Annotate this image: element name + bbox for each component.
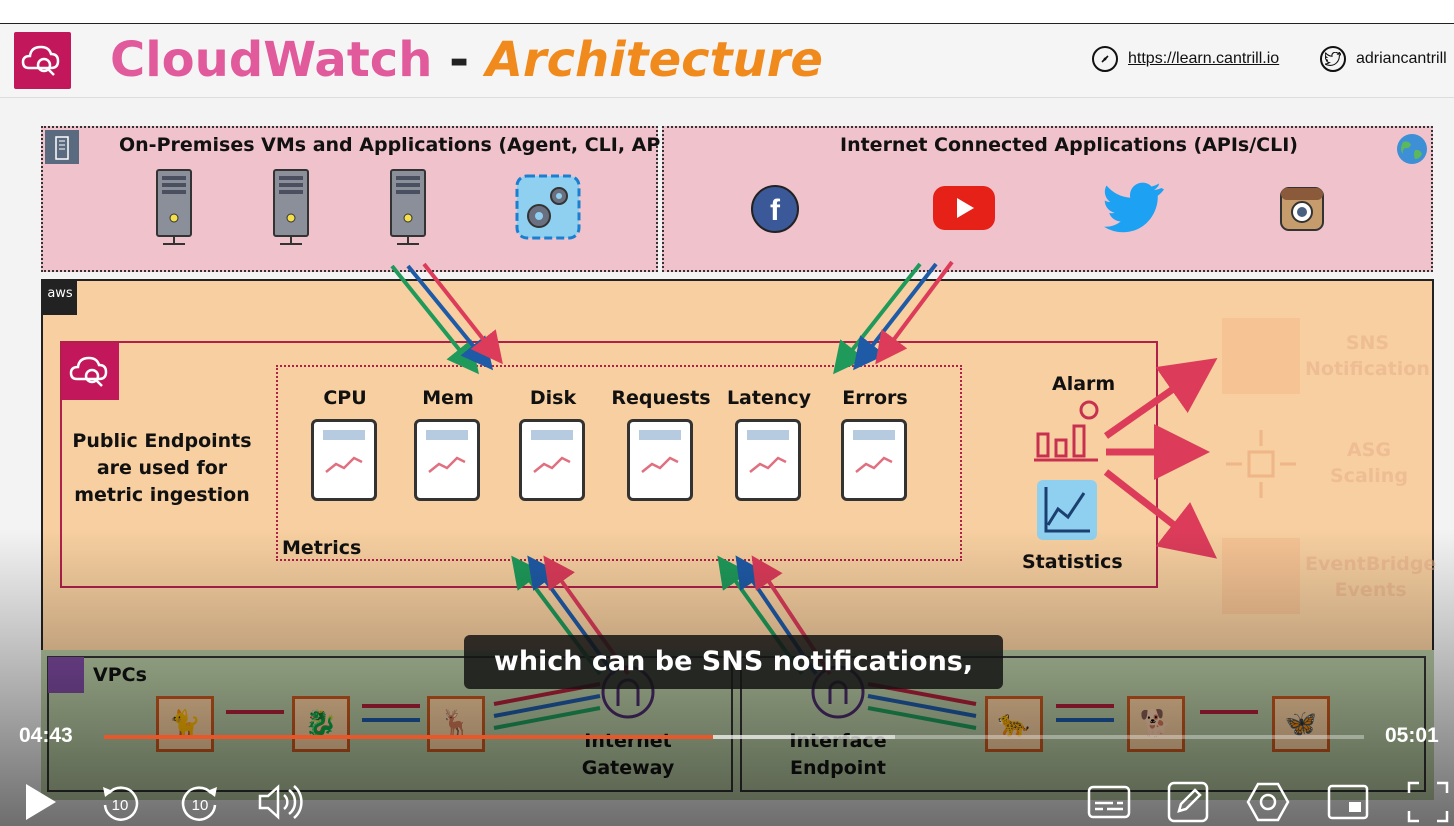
public-endpoints-text: Public Endpoints are used for metric ing… bbox=[72, 430, 252, 506]
on-premises-box: On-Premises VMs and Applications (Agent,… bbox=[41, 126, 676, 272]
website-url[interactable]: https://learn.cantrill.io bbox=[1128, 50, 1280, 67]
notes-button[interactable] bbox=[1166, 778, 1210, 826]
aws-badge-text: aws bbox=[47, 286, 73, 301]
metric-card bbox=[627, 419, 693, 501]
played-bar bbox=[104, 735, 713, 739]
website-link[interactable]: https://learn.cantrill.io bbox=[1092, 46, 1279, 72]
pip-icon bbox=[1327, 784, 1369, 820]
building-icon bbox=[45, 130, 79, 164]
target-line: Scaling bbox=[1330, 465, 1408, 487]
metrics-container: CPU Mem Disk Requests Latency Errors Met… bbox=[276, 365, 962, 561]
fullscreen-icon bbox=[1407, 781, 1449, 823]
captions-button[interactable] bbox=[1086, 778, 1132, 826]
subtitle-caption: which can be SNS notifications, bbox=[464, 635, 1003, 689]
twitter-handle[interactable]: adriancantrill bbox=[1356, 50, 1447, 67]
twitter-icon bbox=[1104, 182, 1164, 238]
pencil-icon bbox=[1167, 781, 1209, 823]
instagram-icon bbox=[1279, 186, 1325, 236]
rewind-icon: 10 bbox=[103, 786, 139, 821]
forward-seconds: 10 bbox=[192, 797, 209, 814]
title-architecture: Architecture bbox=[485, 32, 823, 88]
duration-time: 05:01 bbox=[1385, 724, 1439, 747]
metric-label: Latency bbox=[726, 387, 812, 409]
server-icon bbox=[389, 168, 429, 252]
fullscreen-button[interactable] bbox=[1406, 778, 1450, 826]
page-title: CloudWatch - Architecture bbox=[110, 30, 823, 90]
metric-label: CPU bbox=[323, 387, 367, 409]
application-gears-icon bbox=[515, 174, 581, 244]
twitter-bird-icon bbox=[1320, 46, 1346, 72]
compass-icon bbox=[1092, 46, 1118, 72]
asg-icon bbox=[1222, 426, 1300, 506]
rewind-10-button[interactable]: 10 bbox=[98, 778, 142, 826]
picture-in-picture-button[interactable] bbox=[1326, 778, 1370, 826]
settings-icon bbox=[1246, 782, 1290, 822]
sns-icon bbox=[1222, 318, 1300, 394]
metric-card bbox=[519, 419, 585, 501]
metric-label: Mem bbox=[422, 387, 474, 409]
progress-bar[interactable] bbox=[104, 735, 1364, 739]
metric-card bbox=[735, 419, 801, 501]
metric-label: Requests bbox=[611, 387, 711, 409]
volume-icon bbox=[258, 784, 303, 820]
metric-label: Errors bbox=[842, 387, 908, 409]
aws-logo-icon: aws bbox=[43, 281, 77, 315]
diagram-arrows bbox=[226, 260, 1258, 730]
metric-card bbox=[841, 419, 907, 501]
alarm-label: Alarm bbox=[1052, 373, 1116, 395]
current-time: 04:43 bbox=[19, 724, 73, 747]
title-separator: - bbox=[449, 32, 470, 88]
metric-label: Disk bbox=[529, 387, 577, 409]
facebook-icon: f bbox=[750, 184, 800, 238]
slide-header: CloudWatch - Architecture https://learn.… bbox=[0, 24, 1454, 98]
globe-icon bbox=[1395, 132, 1429, 170]
target-line: ASG bbox=[1346, 439, 1391, 461]
target-sns: SNS Notification bbox=[1305, 330, 1430, 382]
target-line: SNS bbox=[1345, 332, 1390, 354]
video-frame[interactable]: CloudWatch - Architecture https://learn.… bbox=[0, 24, 1454, 826]
onprem-title: On-Premises VMs and Applications (Agent,… bbox=[119, 134, 677, 156]
internet-apps-box: Internet Connected Applications (APIs/CL… bbox=[662, 126, 1433, 272]
play-button[interactable] bbox=[18, 778, 62, 826]
browser-top-strip bbox=[0, 0, 1454, 24]
title-cloudwatch: CloudWatch bbox=[110, 32, 433, 88]
youtube-icon bbox=[932, 184, 996, 236]
settings-button[interactable] bbox=[1245, 778, 1291, 826]
forward-10-button[interactable]: 10 bbox=[178, 778, 222, 826]
server-icon bbox=[155, 168, 195, 252]
volume-button[interactable] bbox=[258, 778, 304, 826]
cloudwatch-logo-icon bbox=[14, 32, 71, 89]
target-line: Notification bbox=[1305, 358, 1430, 380]
alarm-icon bbox=[1034, 398, 1104, 468]
statistics-icon bbox=[1036, 479, 1098, 545]
metric-card bbox=[311, 419, 377, 501]
metric-card bbox=[414, 419, 480, 501]
cloudwatch-box: Public Endpoints are used for metric ing… bbox=[60, 341, 1158, 588]
target-asg: ASG Scaling bbox=[1330, 437, 1408, 489]
internet-title: Internet Connected Applications (APIs/CL… bbox=[840, 134, 1298, 156]
server-icon bbox=[272, 168, 312, 252]
twitter-link[interactable]: adriancantrill bbox=[1320, 46, 1447, 72]
play-icon bbox=[26, 784, 56, 820]
cloudwatch-service-icon bbox=[62, 343, 119, 400]
svg-text:f: f bbox=[770, 194, 781, 227]
forward-icon: 10 bbox=[181, 786, 217, 821]
captions-icon bbox=[1087, 785, 1131, 819]
rewind-seconds: 10 bbox=[112, 797, 129, 814]
